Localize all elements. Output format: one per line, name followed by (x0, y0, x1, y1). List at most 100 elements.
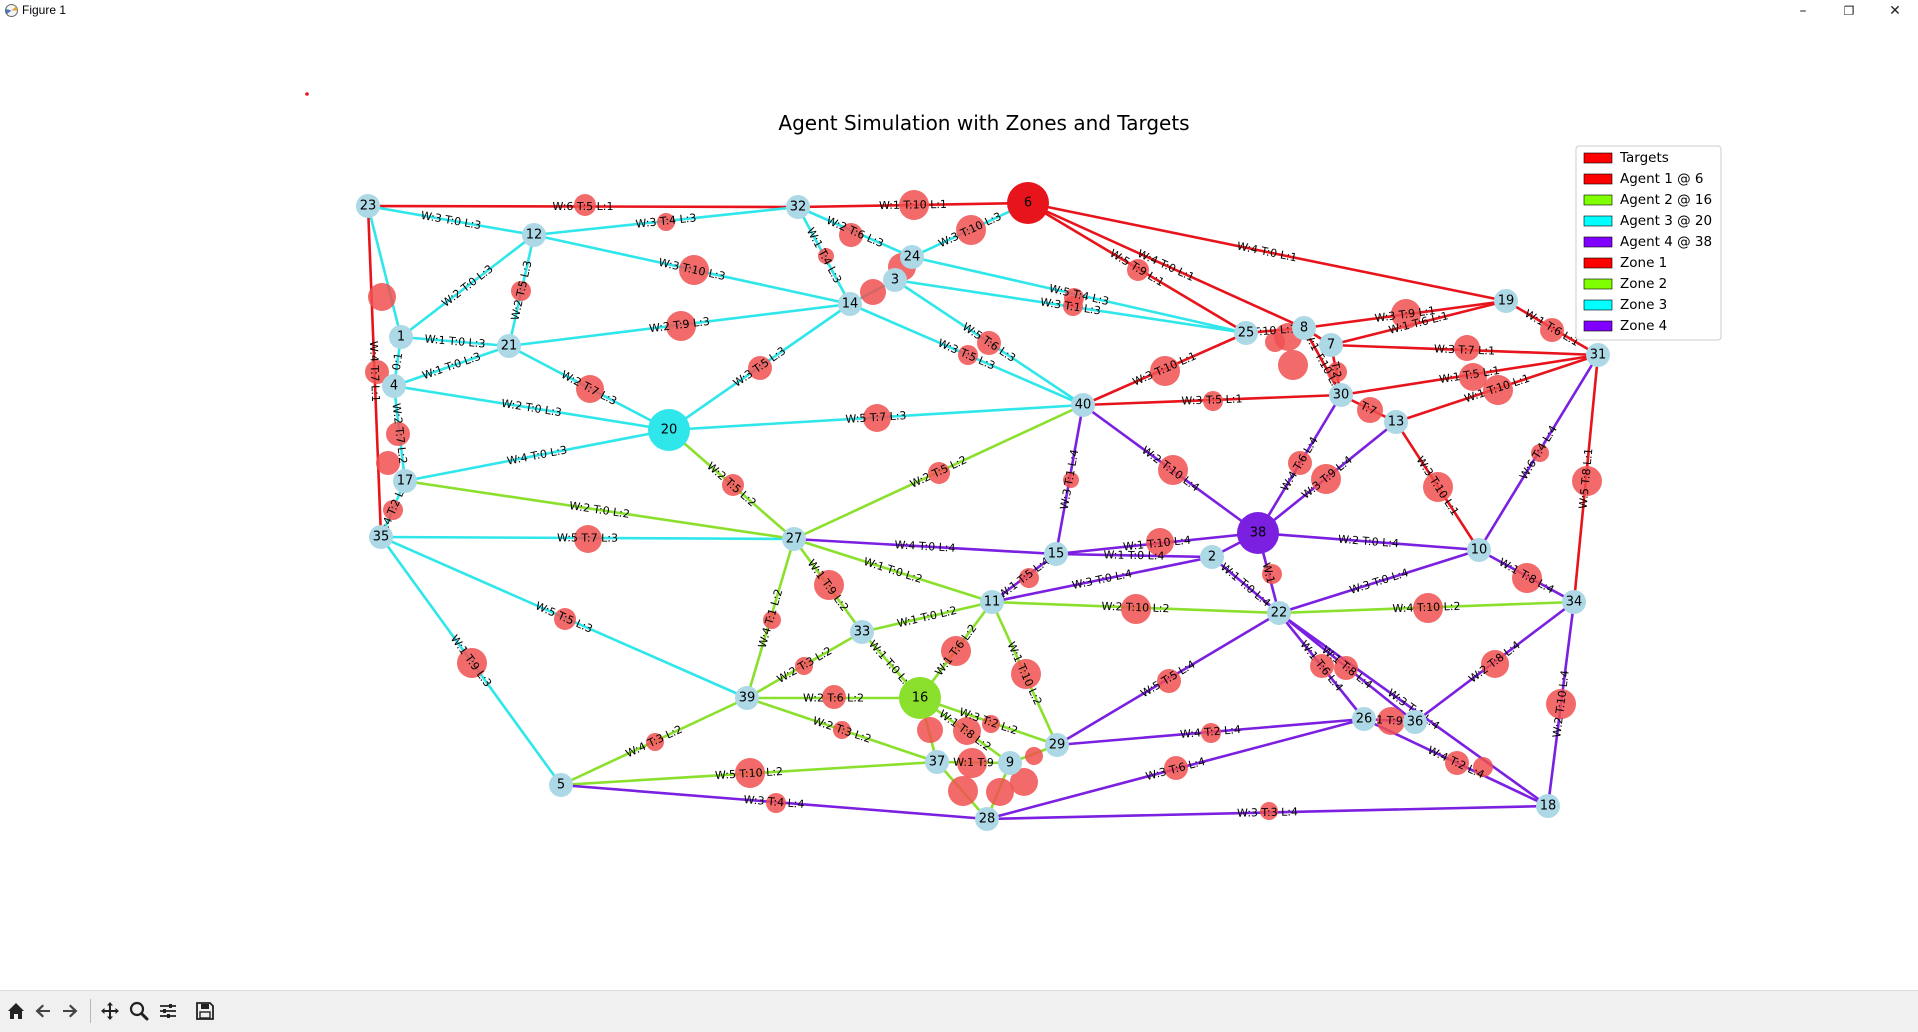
target-marker (977, 331, 1001, 355)
back-button[interactable] (31, 999, 55, 1023)
node-26 (1352, 707, 1376, 731)
target-marker (818, 248, 834, 264)
figure-canvas[interactable]: Agent Simulation with Zones and Targets … (0, 22, 1918, 990)
minimize-button[interactable]: – (1799, 3, 1807, 19)
edge-label: W:2 T:5 L:2 (704, 460, 759, 510)
node-label: 2 (1208, 550, 1216, 565)
node-label: 15 (1048, 547, 1065, 562)
edge-27-11 (793, 537, 993, 604)
zoom-button[interactable] (127, 999, 151, 1023)
edge-label: W:5 T:5 L:3 (533, 599, 594, 635)
node-label: 24 (904, 250, 921, 265)
target-marker (1327, 362, 1347, 382)
target-marker (748, 356, 772, 380)
edge-27-15 (793, 537, 1057, 556)
edge-label: W:2 T:10 L:4 (1139, 444, 1202, 495)
node-23 (356, 194, 380, 218)
node-label: 25 (1238, 326, 1255, 341)
pan-icon (101, 1002, 119, 1020)
node-label: 40 (1075, 398, 1092, 413)
legend-swatch (1583, 215, 1613, 227)
edge-1-21 (400, 335, 510, 348)
edge-label: W:3 T:3 L:4 (1237, 805, 1298, 819)
node-7 (1319, 333, 1343, 357)
node-18 (1536, 794, 1560, 818)
target-marker (1413, 593, 1443, 623)
node-label: 20 (661, 423, 678, 438)
node-label: 26 (1356, 712, 1373, 727)
target-marker (863, 404, 891, 432)
edge-label: W:2 T:0 L:3 (439, 262, 495, 309)
legend-label: Agent 2 @ 16 (1620, 192, 1712, 208)
node-32 (786, 195, 810, 219)
target-marker (1423, 472, 1453, 502)
target-marker (1010, 768, 1038, 796)
node-27 (782, 527, 806, 551)
target-marker (1334, 656, 1358, 680)
target-marker (1278, 350, 1308, 380)
navigation-toolbar (0, 990, 1918, 1032)
plot-title: Agent Simulation with Zones and Targets (778, 111, 1189, 135)
targets-layer (365, 190, 1602, 820)
legend-label: Zone 1 (1620, 255, 1667, 271)
edge-4-21 (393, 344, 510, 388)
edge-label: W:2 T:10 L:2 (1101, 600, 1169, 616)
edge-label: W:1 T:9 L:2 (805, 557, 852, 614)
node-17 (393, 469, 417, 493)
target-marker (1157, 669, 1181, 693)
edge-label: W:3 T:7 L:1 (1434, 342, 1495, 357)
edge-2-22 (1211, 556, 1280, 614)
close-button[interactable]: ✕ (1889, 3, 1901, 19)
node-label: 31 (1590, 348, 1607, 363)
edge-label: W:4 T:10 L:2 (1392, 600, 1460, 615)
edge-label: W:4 T:3 L:2 (624, 723, 685, 761)
target-marker (1127, 259, 1149, 281)
home-button[interactable] (4, 999, 28, 1023)
node-label: 38 (1250, 526, 1267, 541)
target-marker (953, 717, 981, 745)
edge-label: W:4 T:7 L:1 (367, 341, 382, 402)
target-marker (917, 717, 943, 743)
edge-6-8 (1027, 201, 1305, 330)
node-label: 21 (501, 339, 518, 354)
target-marker (1203, 391, 1223, 411)
node-36 (1403, 710, 1427, 734)
node-11 (980, 590, 1004, 614)
save-button[interactable] (193, 999, 217, 1023)
node-label: 9 (1006, 756, 1014, 771)
node-label: 30 (1333, 388, 1350, 403)
node-19 (1494, 289, 1518, 313)
node-label: 12 (526, 228, 543, 243)
target-marker (1531, 444, 1549, 462)
target-marker (722, 474, 744, 496)
legend-label: Zone 3 (1620, 297, 1667, 313)
node-label: 8 (1300, 321, 1308, 336)
target-marker (511, 281, 531, 301)
forward-button[interactable] (58, 999, 82, 1023)
node-39 (735, 686, 759, 710)
edge-label: W:1 T:9 L:3 (448, 633, 494, 690)
node-24 (900, 245, 924, 269)
node-label: 35 (373, 530, 390, 545)
edge-label: T:10 L:1 (1252, 322, 1297, 339)
target-marker (1459, 363, 1487, 391)
node-label: 19 (1498, 294, 1515, 309)
pan-button[interactable] (98, 999, 122, 1023)
target-marker (1546, 689, 1576, 719)
edge-22-18 (1278, 611, 1549, 808)
target-marker (839, 223, 863, 247)
legend-swatch (1583, 152, 1613, 164)
configure-subplots-button[interactable] (156, 999, 180, 1023)
node-21 (497, 334, 521, 358)
node-13 (1384, 410, 1408, 434)
stray-marker (305, 92, 309, 96)
edge-8-30 (1302, 327, 1343, 396)
target-marker (1025, 747, 1043, 765)
target-marker (1063, 472, 1079, 488)
node-label: 10 (1471, 543, 1488, 558)
maximize-button[interactable]: ❐ (1843, 4, 1855, 18)
target-marker (1483, 375, 1513, 405)
target-marker (735, 758, 765, 788)
target-marker (795, 657, 813, 675)
target-marker (766, 793, 786, 813)
